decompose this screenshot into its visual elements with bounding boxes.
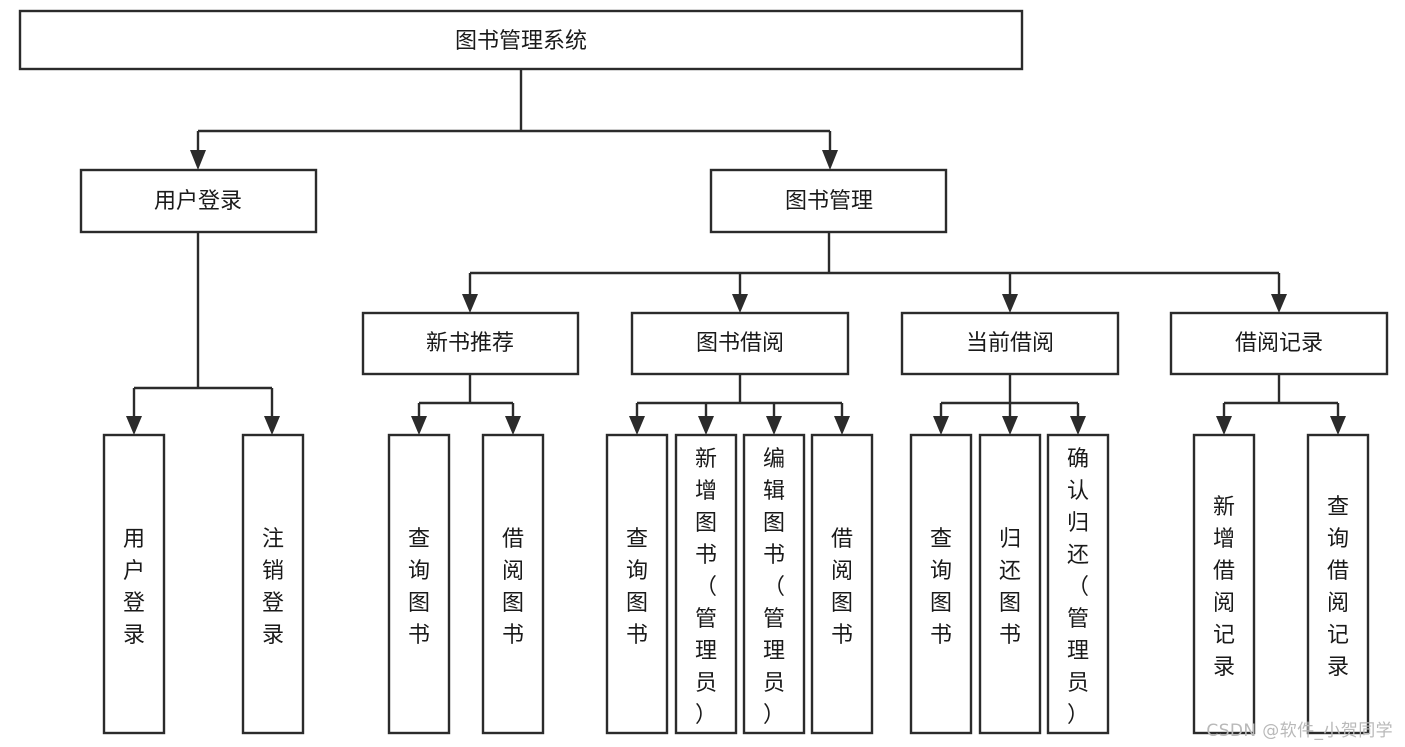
node-leaf-return-book[interactable]: 归还图书 bbox=[978, 433, 1042, 735]
arrow-cb-leaf1-icon bbox=[933, 416, 949, 435]
node-leaf-add-record[interactable]: 新增借阅记录 bbox=[1192, 433, 1256, 735]
node-leaf-borrow-book-1-label: 借阅图书 bbox=[502, 527, 524, 648]
node-leaf-user-login[interactable]: 用户登录 bbox=[102, 433, 166, 735]
node-leaf-query-book-2[interactable]: 查询图书 bbox=[605, 433, 669, 735]
node-user-login[interactable]: 用户登录 bbox=[79, 168, 318, 234]
node-leaf-query-book-3[interactable]: 查询图书 bbox=[909, 433, 973, 735]
node-leaf-user-logout[interactable]: 注销登录 bbox=[241, 433, 305, 735]
arrow-ul-leaf2-icon bbox=[264, 416, 280, 435]
node-book-manage-label: 图书管理 bbox=[785, 189, 873, 214]
node-leaf-add-record-label: 新增借阅记录 bbox=[1213, 495, 1235, 680]
node-book-borrow-box bbox=[630, 311, 850, 376]
node-leaf-query-book-2-label: 查询图书 bbox=[626, 527, 648, 648]
node-book-borrow-label: 图书借阅 bbox=[696, 331, 784, 356]
node-leaf-borrow-book-2-label: 借阅图书 bbox=[831, 527, 853, 648]
node-leaf-confirm-return-box bbox=[1046, 433, 1110, 735]
arrow-br-leaf2-icon bbox=[1330, 416, 1346, 435]
node-new-book-recommend[interactable]: 新书推荐 bbox=[361, 311, 580, 376]
node-leaf-user-login-label: 用户登录 bbox=[123, 527, 145, 648]
arrow-cb-leaf3-icon bbox=[1070, 416, 1086, 435]
arrow-bb-leaf1-icon bbox=[629, 416, 645, 435]
arrow-cb-leaf2-icon bbox=[1002, 416, 1018, 435]
node-borrow-record-box bbox=[1169, 311, 1389, 376]
arrow-nb-leaf2-icon bbox=[505, 416, 521, 435]
arrow-to-current-borrow-icon bbox=[1002, 294, 1018, 313]
node-leaf-query-book-3-box bbox=[909, 433, 973, 735]
node-user-login-box bbox=[79, 168, 318, 234]
node-current-borrow-label: 当前借阅 bbox=[966, 331, 1054, 356]
node-leaf-user-login-box bbox=[102, 433, 166, 735]
node-leaf-query-book-1[interactable]: 查询图书 bbox=[387, 433, 451, 735]
node-leaf-borrow-book-1[interactable]: 借阅图书 bbox=[481, 433, 545, 735]
node-leaf-add-record-box bbox=[1192, 433, 1256, 735]
node-new-book-recommend-box bbox=[361, 311, 580, 376]
node-leaf-return-book-label: 归还图书 bbox=[999, 527, 1021, 648]
node-leaf-query-book-1-label: 查询图书 bbox=[408, 527, 430, 648]
arrow-to-new-book-icon bbox=[462, 294, 478, 313]
node-borrow-record-label: 借阅记录 bbox=[1235, 331, 1323, 356]
node-leaf-return-book-box bbox=[978, 433, 1042, 735]
node-leaf-query-record[interactable]: 查询借阅记录 bbox=[1306, 433, 1370, 735]
node-leaf-query-book-1-box bbox=[387, 433, 451, 735]
node-root-box bbox=[18, 9, 1024, 71]
node-leaf-borrow-book-2-box bbox=[810, 433, 874, 735]
node-leaf-borrow-book-2[interactable]: 借阅图书 bbox=[810, 433, 874, 735]
node-leaf-query-record-box bbox=[1306, 433, 1370, 735]
arrow-ul-leaf1-icon bbox=[126, 416, 142, 435]
arrow-to-book-borrow-icon bbox=[732, 294, 748, 313]
arrow-br-leaf1-icon bbox=[1216, 416, 1232, 435]
node-current-borrow-box bbox=[900, 311, 1120, 376]
node-leaf-query-book-3-label: 查询图书 bbox=[930, 527, 952, 648]
node-leaf-edit-book[interactable]: 编辑图书（管理员） bbox=[742, 433, 806, 735]
node-user-login-label: 用户登录 bbox=[154, 189, 242, 214]
connector-layer bbox=[126, 69, 1346, 435]
arrow-bb-leaf3-icon bbox=[766, 416, 782, 435]
node-root-label: 图书管理系统 bbox=[455, 29, 587, 54]
node-book-manage[interactable]: 图书管理 bbox=[709, 168, 948, 234]
node-leaf-borrow-book-1-box bbox=[481, 433, 545, 735]
leaf-nodes-layer: 用户登录 注销登录 查询图书 借阅图书 查询图书 新增图书（管理员） bbox=[102, 433, 1370, 735]
node-new-book-recommend-label: 新书推荐 bbox=[426, 331, 514, 356]
node-borrow-record[interactable]: 借阅记录 bbox=[1169, 311, 1389, 376]
node-book-manage-box bbox=[709, 168, 948, 234]
node-book-borrow[interactable]: 图书借阅 bbox=[630, 311, 850, 376]
node-leaf-user-logout-box bbox=[241, 433, 305, 735]
node-current-borrow[interactable]: 当前借阅 bbox=[900, 311, 1120, 376]
arrow-to-borrow-record-icon bbox=[1271, 294, 1287, 313]
node-leaf-query-book-2-box bbox=[605, 433, 669, 735]
arrow-bb-leaf4-icon bbox=[834, 416, 850, 435]
node-leaf-confirm-return-label: 确认归还（管理员） bbox=[1067, 447, 1089, 728]
arrow-to-user-login-icon bbox=[190, 150, 206, 170]
node-leaf-confirm-return[interactable]: 确认归还（管理员） bbox=[1046, 433, 1110, 735]
node-leaf-add-book[interactable]: 新增图书（管理员） bbox=[674, 433, 738, 735]
node-leaf-edit-book-label: 编辑图书（管理员） bbox=[763, 447, 785, 728]
node-leaf-query-record-label: 查询借阅记录 bbox=[1327, 495, 1349, 680]
node-leaf-edit-book-box bbox=[742, 433, 806, 735]
node-root[interactable]: 图书管理系统 bbox=[18, 9, 1024, 71]
arrow-nb-leaf1-icon bbox=[411, 416, 427, 435]
node-leaf-add-book-label: 新增图书（管理员） bbox=[695, 447, 717, 728]
arrow-to-book-manage-icon bbox=[822, 150, 838, 170]
arrow-bb-leaf2-icon bbox=[698, 416, 714, 435]
node-leaf-add-book-box bbox=[674, 433, 738, 735]
node-leaf-user-logout-label: 注销登录 bbox=[262, 527, 284, 648]
